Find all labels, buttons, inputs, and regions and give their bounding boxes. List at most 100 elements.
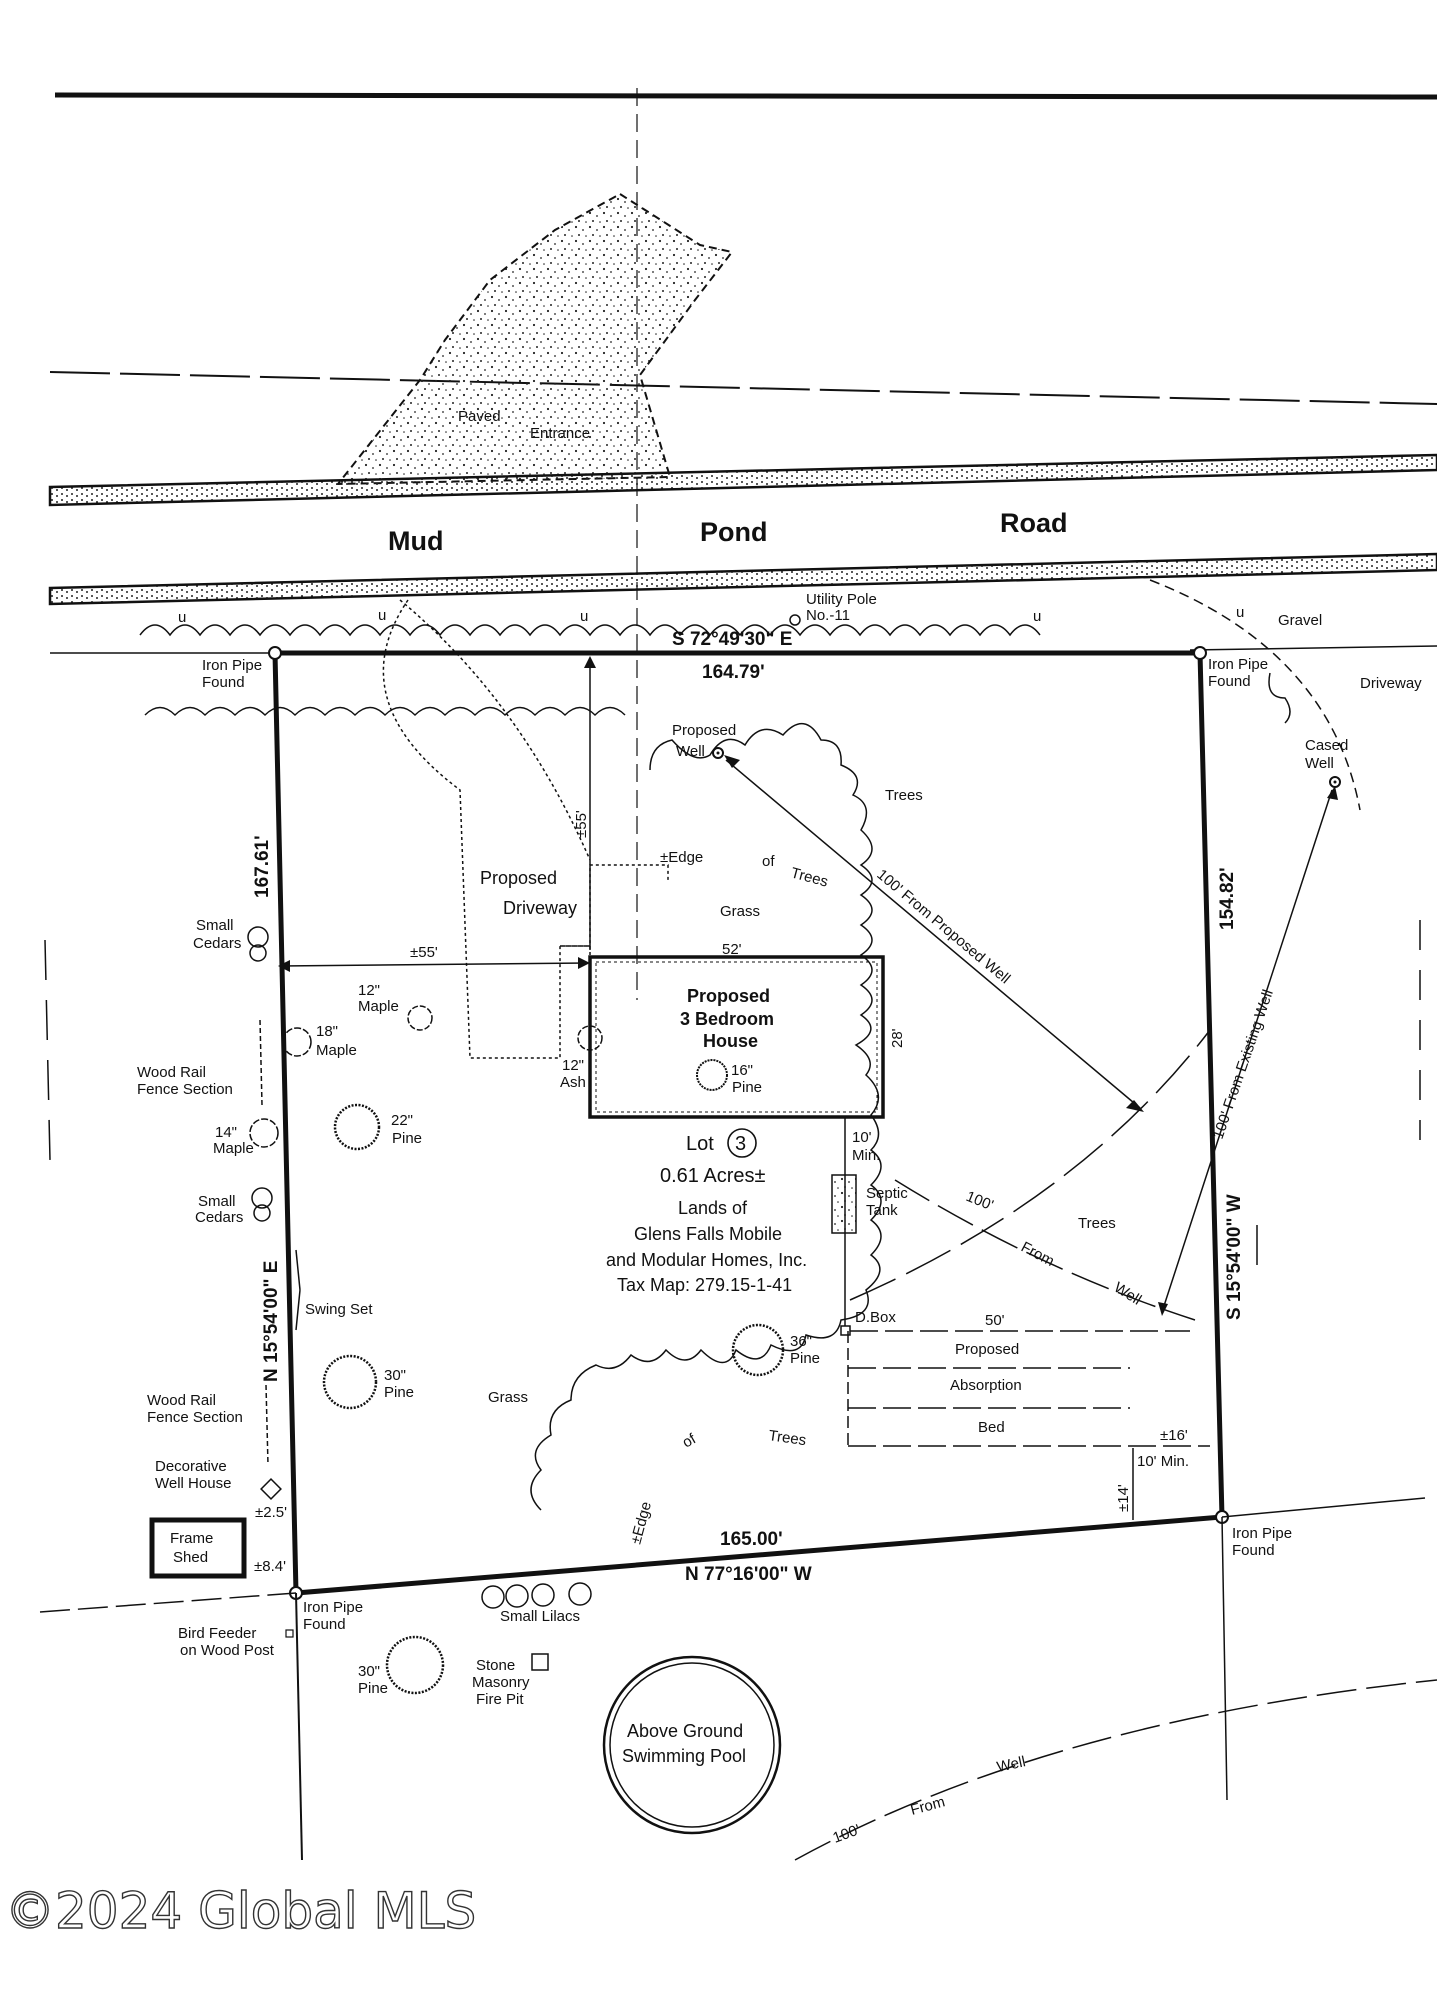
- lot-number-circle: [727, 1128, 757, 1158]
- bed-label-1: Proposed: [955, 1341, 1019, 1358]
- existing-well-radius: [1161, 789, 1333, 1313]
- fourteen-label: ±14': [1115, 1484, 1132, 1512]
- wood-rail-1-a: Wood Rail: [137, 1064, 206, 1081]
- small-cedars-1-b: Cedars: [193, 935, 241, 952]
- proposed-well-radius: [725, 759, 1141, 1109]
- arc-from-label: From: [1018, 1239, 1057, 1270]
- ne-scallop: [1268, 672, 1291, 724]
- south-arc-100: 100': [831, 1821, 863, 1847]
- proposed-driveway-label-2: Driveway: [503, 898, 577, 918]
- fire-pit-icon: [531, 1653, 549, 1671]
- small-lilacs-icon: [481, 1582, 592, 1609]
- road-right-line: [1189, 645, 1437, 651]
- tax-map: Tax Map: 279.15-1-41: [617, 1275, 792, 1295]
- road-centerline: [49, 371, 1437, 405]
- house-inner-dash: [595, 961, 878, 1113]
- north-bearing: S 72°49'30" E: [672, 629, 792, 650]
- south-length: 165.00': [720, 1529, 783, 1550]
- of-label-north: of: [762, 853, 775, 870]
- small-cedars-icon-2: [251, 1187, 273, 1222]
- masonry-label: Masonry: [472, 1674, 530, 1691]
- ash-icon: [577, 1025, 603, 1051]
- house-label-3: House: [703, 1031, 758, 1051]
- pool-label-2: Swimming Pool: [622, 1746, 746, 1766]
- pool-inner: [609, 1662, 775, 1828]
- utility-u-4: u: [1033, 608, 1041, 625]
- shed-label: Shed: [173, 1549, 208, 1566]
- corner-ne-icon: [1193, 646, 1207, 660]
- house-pine-size: 16": [731, 1062, 753, 1079]
- trees-label-north: Trees: [885, 787, 923, 804]
- grass-label-south: Grass: [488, 1389, 528, 1406]
- ten-min-b-label: 10' Min.: [1137, 1453, 1189, 1470]
- maple-12-icon: [407, 1005, 433, 1031]
- north-tree-line: [144, 706, 626, 717]
- maple-12-lbl: Maple: [358, 998, 399, 1015]
- road-word-pond: Pond: [700, 517, 768, 547]
- south-bearing: N 77°16'00" W: [685, 1564, 812, 1585]
- lands-of: Lands of: [678, 1198, 748, 1218]
- east-bearing: S 15°54'00" W: [1224, 1194, 1245, 1320]
- from-existing-well-label: 100' From Existing Well: [1210, 987, 1277, 1141]
- eight4-label: ±8.4': [254, 1558, 286, 1575]
- arc-100-label: 100': [964, 1188, 996, 1214]
- ne-found-label: Found: [1208, 673, 1251, 690]
- fifty-label: 50': [985, 1312, 1005, 1329]
- edge-label-north: ±Edge: [660, 849, 703, 866]
- pine-30-size: 30": [384, 1367, 406, 1384]
- proposed-house: [588, 955, 885, 1119]
- wood-rail-2-a: Wood Rail: [147, 1392, 216, 1409]
- frame-shed: [149, 1517, 247, 1579]
- south-arc-well: Well: [995, 1753, 1027, 1776]
- road-word-road: Road: [1000, 508, 1068, 538]
- house-label-2: 3 Bedroom: [680, 1009, 774, 1029]
- gravel-label: Gravel: [1278, 612, 1322, 629]
- side-setback-dim: [279, 962, 589, 967]
- septic-tank: [831, 1174, 857, 1234]
- west-far-dashes: [44, 939, 51, 1161]
- septic-label: Septic: [866, 1185, 908, 1202]
- sixteen-label: ±16': [1160, 1427, 1188, 1444]
- small-cedars-icon-1: [247, 926, 269, 962]
- existing-drive-line: [382, 599, 669, 1059]
- watermark: ©2024 Global MLS: [5, 1882, 476, 1940]
- well-house-label-2: Well House: [155, 1475, 231, 1492]
- ash-size: 12": [562, 1057, 584, 1074]
- se-found-label: Found: [1232, 1542, 1275, 1559]
- swing-set-label: Swing Set: [305, 1301, 373, 1318]
- small-cedars-2-a: Small: [198, 1193, 236, 1210]
- two5-label: ±2.5': [255, 1504, 287, 1521]
- tank-label: Tank: [866, 1202, 898, 1219]
- wood-post-label: on Wood Post: [180, 1642, 275, 1659]
- pine-36-icon: [731, 1323, 785, 1377]
- trees-edge-label-north: Trees: [789, 864, 830, 890]
- entrance-label: Entrance: [530, 425, 590, 442]
- utility-pole-icon: [789, 614, 801, 626]
- west-line-ext: [295, 1592, 303, 1861]
- maple-18-icon: [282, 1027, 312, 1057]
- utility-u-3: u: [580, 608, 588, 625]
- corner-nw-icon: [268, 646, 282, 660]
- side-arrow-r: [578, 957, 590, 969]
- sw-iron-label: Iron Pipe: [303, 1599, 363, 1616]
- proposed-well-label-1: Proposed: [672, 722, 736, 739]
- maple-12-size: 12": [358, 982, 380, 999]
- dbox-label: D.Box: [855, 1309, 896, 1326]
- lot-boundary: [272, 650, 1225, 1596]
- pine-30b-lbl: Pine: [358, 1680, 388, 1697]
- utility-pole-number: No.-11: [806, 607, 850, 624]
- ash-lbl: Ash: [560, 1074, 586, 1091]
- maple-14-size: 14": [215, 1124, 237, 1141]
- well-house-icon: [260, 1478, 282, 1500]
- bed-label-2: Absorption: [950, 1377, 1022, 1394]
- wood-rail-fence-2: [265, 1384, 269, 1466]
- bed-label-3: Bed: [978, 1419, 1005, 1436]
- pine-36-lbl: Pine: [790, 1350, 820, 1367]
- east-line-ext: [1221, 1516, 1228, 1801]
- fire-pit-label: Fire Pit: [476, 1691, 524, 1708]
- road-top-edge: [54, 92, 1437, 100]
- west-bearing: N 15°54'00" E: [261, 1261, 282, 1382]
- front-setback-arrow: [584, 656, 596, 668]
- utility-pole-label: Utility Pole: [806, 591, 877, 608]
- existing-well-arc: [849, 1029, 1211, 1301]
